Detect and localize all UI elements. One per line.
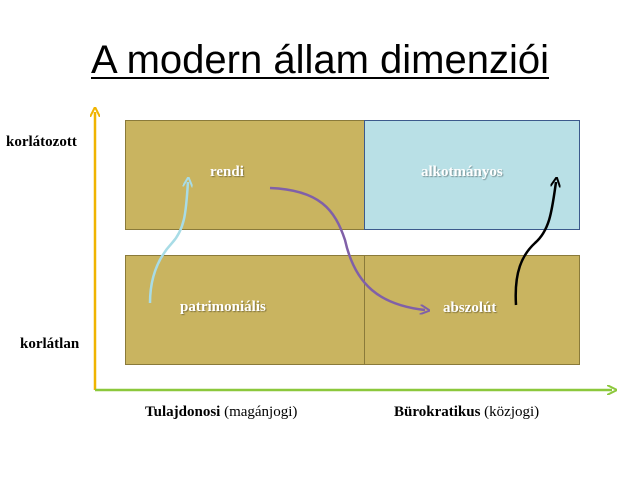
quadrant-patrimonialis [125, 255, 368, 365]
x-axis-left-label: Tulajdonosi (magánjogi) [145, 404, 297, 421]
quadrant-rendi [125, 120, 368, 230]
x-axis-right-label-rest: (közjogi) [480, 404, 540, 420]
arrow-rendi-to-abszolut [269, 186, 425, 310]
label-abszolut: abszolút [443, 300, 497, 316]
label-rendi: rendi [210, 164, 244, 180]
x-axis-left-label-rest: (magánjogi) [220, 404, 298, 420]
arrow-patrimonialis-to-rendi [148, 182, 188, 304]
label-alkotmanyos: alkotmányos [421, 164, 503, 180]
x-axis-right-label-bold: Bürokratikus [394, 404, 481, 420]
quadrant-abszolut [364, 255, 580, 365]
x-axis-right-label: Bürokratikus (közjogi) [394, 404, 539, 421]
x-axis-left-label-bold: Tulajdonosi [145, 404, 221, 420]
arrow-abszolut-to-alkotmanyos [514, 182, 556, 306]
page-title: A modern állam dimenziói [91, 38, 549, 82]
label-patrimonialis: patrimoniális [180, 299, 266, 315]
y-axis-top-label: korlátozott [6, 134, 77, 150]
y-axis-bottom-label: korlátlan [20, 336, 80, 352]
quadrant-alkotmanyos [364, 120, 580, 230]
